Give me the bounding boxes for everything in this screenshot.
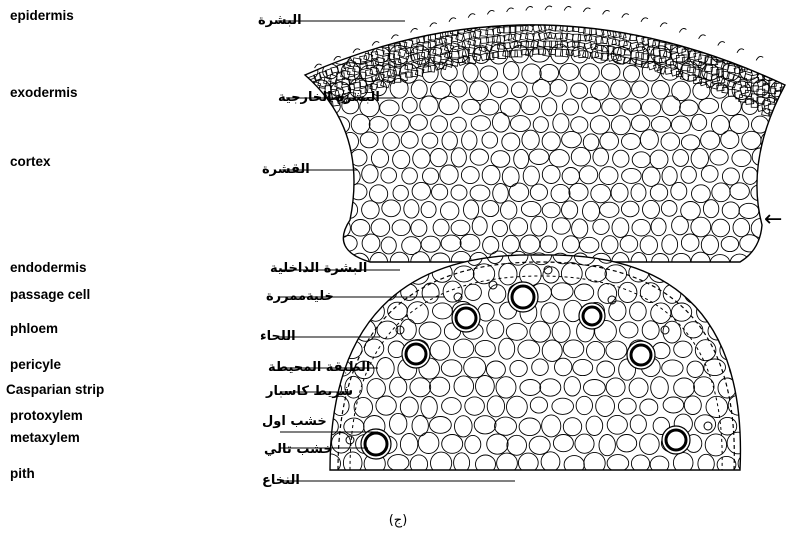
tissue-drawing — [289, 6, 791, 474]
label-ar-endodermis: البشرة الداخلية — [270, 261, 367, 276]
label-en-protoxylem: protoxylem — [10, 408, 83, 423]
label-ar-protoxylem: خشب اول — [262, 414, 327, 429]
label-en-passage-cell: passage cell — [10, 287, 90, 302]
label-en-exodermis: exodermis — [10, 85, 78, 100]
label-en-casparian-strip: Casparian strip — [6, 382, 104, 397]
pointer-arrow-icon: ← — [764, 207, 782, 232]
label-en-cortex: cortex — [10, 154, 51, 169]
label-en-pericycle: pericyle — [10, 357, 62, 372]
label-en-endodermis: endodermis — [10, 260, 87, 275]
figure-caption: (ج) — [389, 513, 408, 528]
label-en-pith: pith — [10, 466, 35, 481]
label-en-epidermis: epidermis — [10, 8, 74, 23]
label-en-phloem: phloem — [10, 321, 58, 336]
label-ar-metaxylem: خشب تالي — [264, 442, 333, 457]
label-en-metaxylem: metaxylem — [10, 430, 80, 445]
